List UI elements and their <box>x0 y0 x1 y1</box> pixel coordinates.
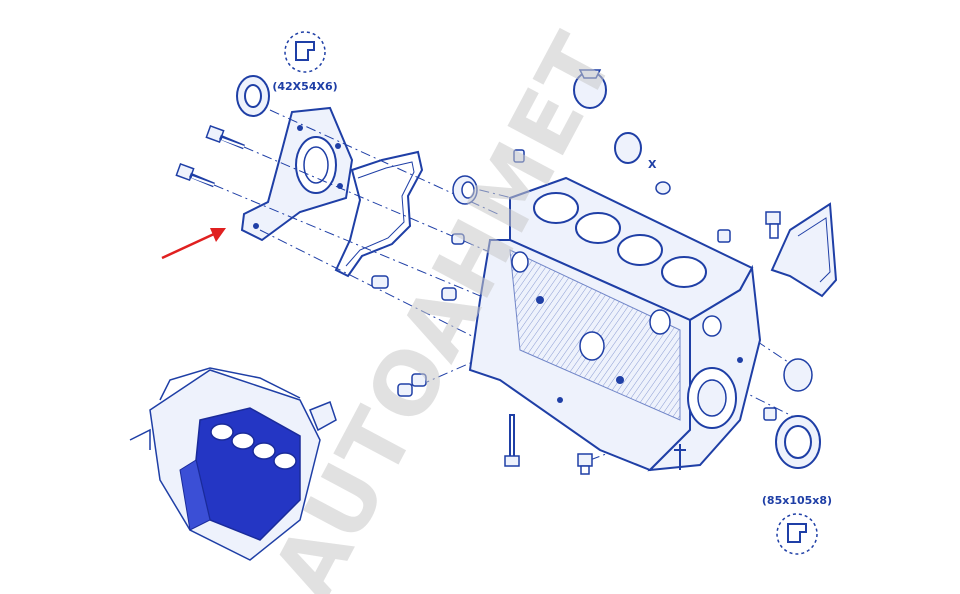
oil-seal-ring-bottom <box>775 415 821 469</box>
dowel-sleeves <box>371 149 813 421</box>
drain-plug <box>577 453 593 475</box>
gasket <box>334 150 424 278</box>
seal-size-label-top: (42X54X6) <box>272 80 337 93</box>
inset-cylinder-bores <box>210 423 297 470</box>
cover-plug <box>614 132 642 164</box>
bracket-bolt <box>765 211 781 239</box>
red-pointer-arrow <box>161 228 226 260</box>
seal-symbol-bottom <box>776 513 818 555</box>
oil-jet-plug <box>573 69 607 109</box>
locator-pin <box>674 444 686 470</box>
marker-x-label: X <box>648 158 657 171</box>
bolt-upper <box>205 125 245 150</box>
cylinder-bores <box>533 192 707 288</box>
complete-engine-inset <box>129 367 337 561</box>
engine-block <box>468 176 762 472</box>
rear-cover-plate <box>240 106 354 242</box>
seal-symbol-top <box>284 31 326 73</box>
bolt-lower <box>175 163 215 188</box>
seal-size-label-bottom: (85x105x8) <box>762 494 832 507</box>
oil-seal-ring-top <box>236 75 270 117</box>
side-cover-bracket <box>770 202 838 298</box>
long-stud <box>504 414 520 467</box>
